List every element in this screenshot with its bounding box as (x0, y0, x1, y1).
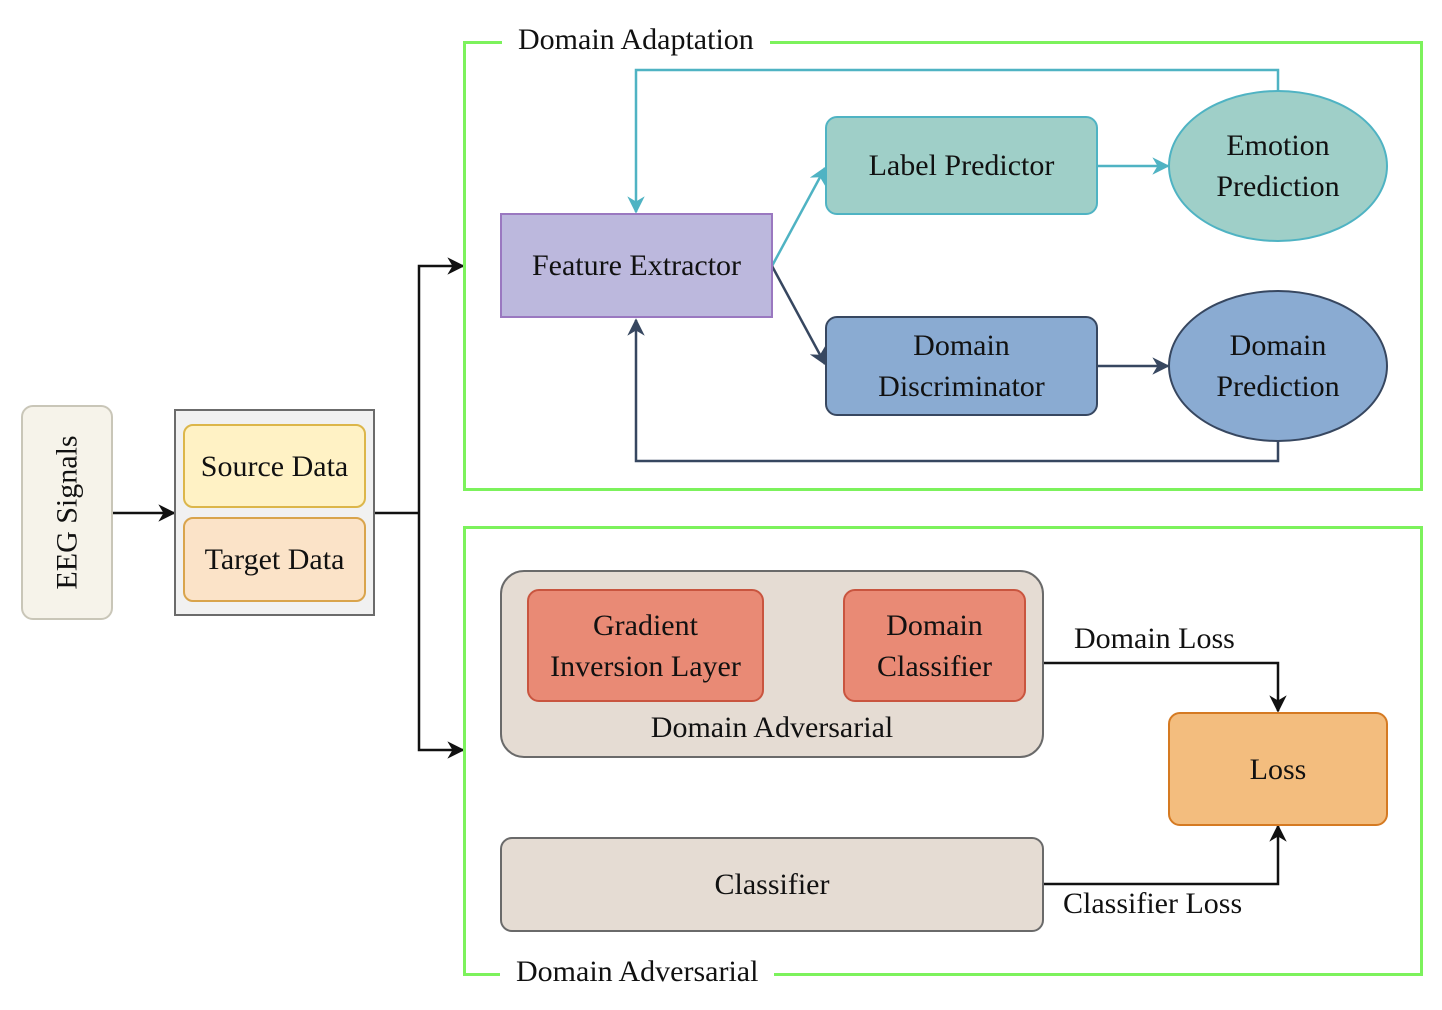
arrow-feature-to-discriminator (770, 265, 827, 366)
domain-adaptation-frame (463, 41, 1423, 491)
domain-adversarial-inner-label: Domain Adversarial (650, 711, 894, 744)
arrow-to-domain-adaptation (417, 257, 465, 513)
arrow-emotion-feedback (627, 68, 1280, 214)
arrow-domain-loss (1043, 661, 1287, 713)
arrow-domain-feedback (627, 318, 1280, 463)
domain-classifier-box: Domain Classifier (843, 589, 1026, 702)
arrow-classifier-loss (1043, 824, 1287, 886)
emotion-prediction-node: Emotion Prediction (1168, 90, 1388, 242)
domain-discriminator-box: Domain Discriminator (825, 316, 1098, 416)
arrow-feature-to-label-predictor (770, 166, 827, 267)
classifier-loss-label: Classifier Loss (1063, 887, 1243, 920)
eeg-signals-label: EEG Signals (50, 435, 84, 590)
arrow-to-domain-adversarial (417, 513, 465, 759)
domain-adversarial-frame (463, 526, 1423, 976)
domain-adversarial-title: Domain Adversarial (500, 954, 775, 990)
eeg-signals-box: EEG Signals (21, 405, 113, 620)
domain-loss-label: Domain Loss (1074, 622, 1235, 655)
target-data-box: Target Data (183, 517, 366, 602)
classifier-box: Classifier (500, 837, 1044, 932)
feature-extractor-box: Feature Extractor (500, 213, 773, 318)
label-predictor-box: Label Predictor (825, 116, 1098, 215)
source-data-box: Source Data (183, 424, 366, 508)
domain-adaptation-title: Domain Adaptation (502, 22, 770, 58)
gradient-inversion-layer-box: Gradient Inversion Layer (527, 589, 764, 702)
domain-prediction-node: Domain Prediction (1168, 290, 1388, 442)
loss-box: Loss (1168, 712, 1388, 826)
